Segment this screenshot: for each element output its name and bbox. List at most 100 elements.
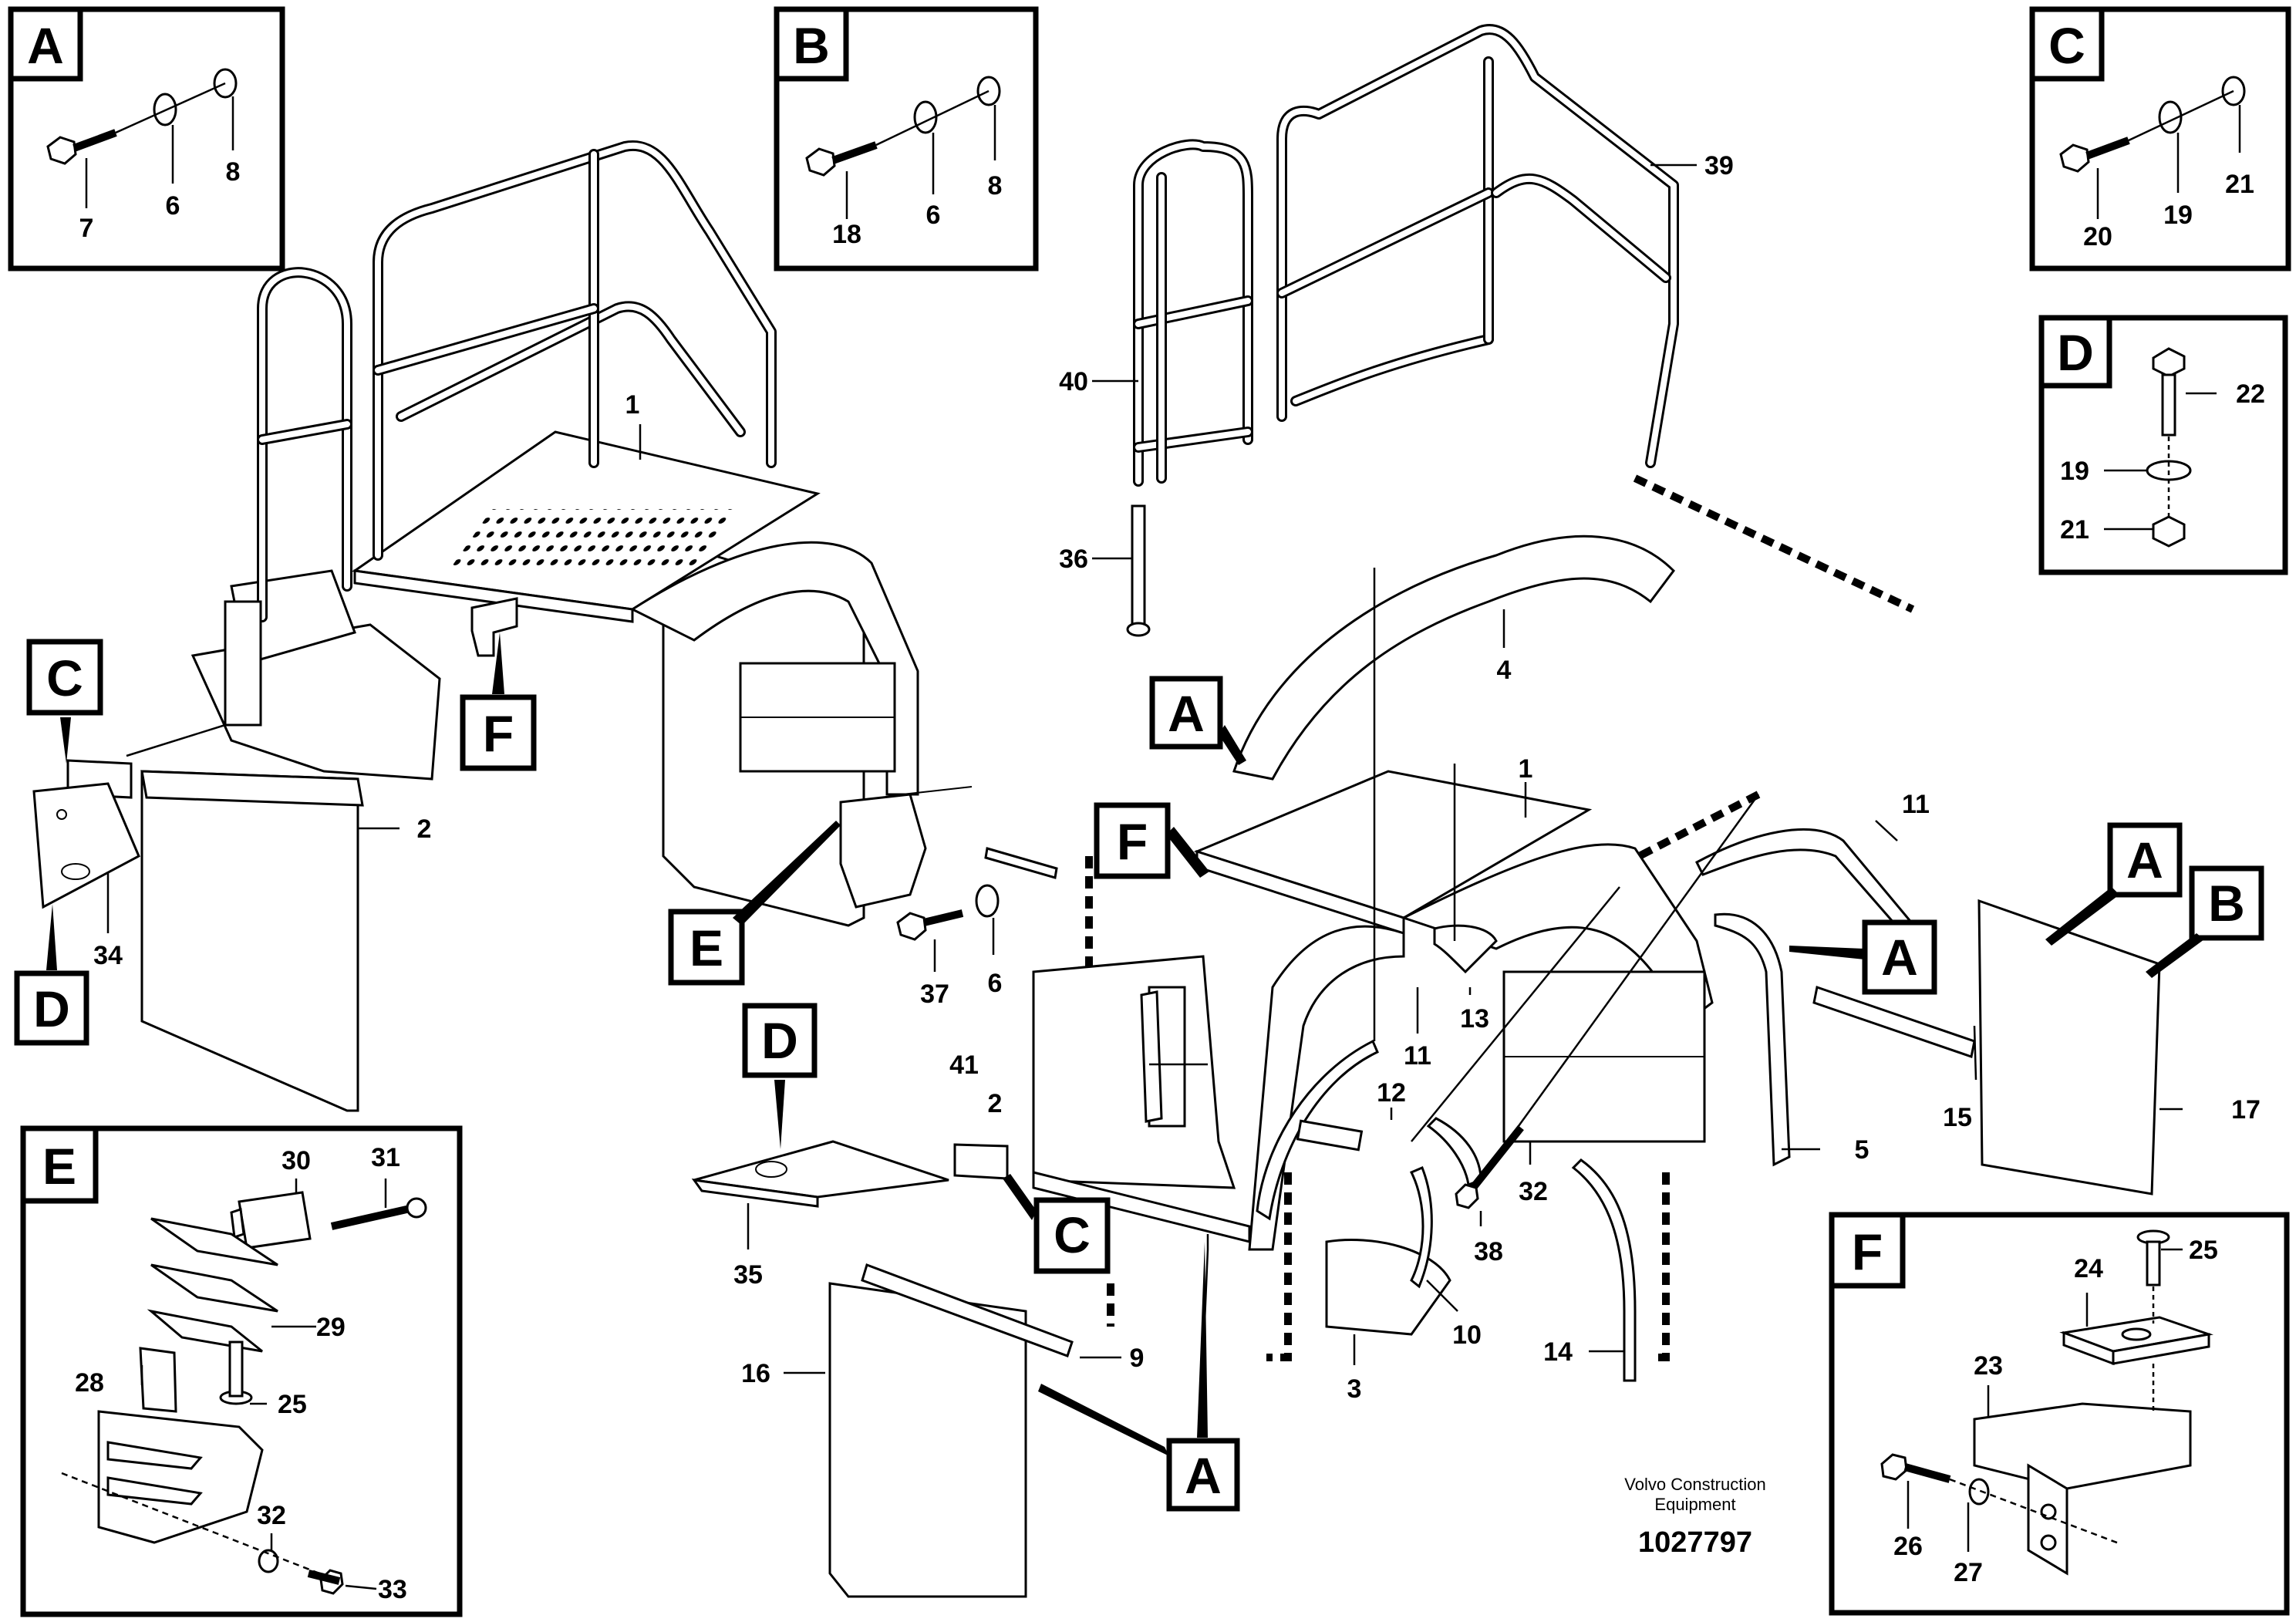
- svg-text:B: B: [2208, 875, 2245, 932]
- part-label: 4: [1497, 656, 1512, 685]
- part-label: 20: [2083, 222, 2112, 251]
- bolt-icon: [1880, 1453, 1951, 1483]
- part-label: 24: [2074, 1254, 2103, 1283]
- part-label: 12: [1377, 1078, 1406, 1108]
- callout-f-right: F: [1094, 802, 1209, 879]
- part-label: 7: [79, 214, 94, 243]
- bolt-icon: [896, 909, 964, 941]
- part-label: 23: [1974, 1351, 2003, 1381]
- part-label: 19: [2163, 201, 2193, 230]
- washer-icon: [1968, 1478, 1990, 1506]
- right-fender-exploded: [691, 24, 2183, 1598]
- right-part-labels: 39 40 36 4 1 11 11 13 12 41 2 37 6 35 16…: [733, 151, 2261, 1404]
- mudflap-17: [1977, 899, 2161, 1195]
- drawing-number: 1027797: [1638, 1526, 1752, 1559]
- mudflap-16: [828, 1282, 1027, 1598]
- washer-icon: [2158, 100, 2183, 134]
- fender-arch: [1248, 925, 1405, 1251]
- part-label: 1: [625, 390, 640, 420]
- detail-box-c: C 20 19 21: [2029, 6, 2291, 271]
- detail-letter-f: F: [1852, 1223, 1883, 1280]
- bolt-icon: [46, 129, 117, 165]
- svg-text:A: A: [1881, 929, 1918, 986]
- bolt-icon: [330, 1197, 427, 1230]
- svg-text:A: A: [1168, 685, 1205, 742]
- detail-letter-d: D: [2057, 324, 2094, 381]
- part-label: 18: [832, 220, 861, 249]
- part-label: 11: [1404, 1041, 1431, 1071]
- callout-b-right: B: [2146, 865, 2264, 978]
- part-label: 34: [93, 941, 123, 970]
- part-label: 6: [166, 191, 180, 221]
- part-label: 15: [1943, 1103, 1972, 1132]
- part-label: 6: [926, 201, 941, 230]
- screw-icon: [2136, 1229, 2170, 1286]
- part-label: 17: [2231, 1095, 2261, 1125]
- detail-letter-c: C: [2048, 17, 2085, 74]
- callout-a-top: A: [1149, 676, 1246, 765]
- part-label: 32: [1519, 1177, 1548, 1206]
- detail-box-e: E 30: [20, 1125, 463, 1617]
- part-label: 16: [741, 1359, 770, 1388]
- part-label: 30: [282, 1146, 311, 1175]
- handrail: [257, 140, 777, 622]
- part-label: 10: [1452, 1320, 1482, 1350]
- part-label: 1: [1519, 754, 1533, 784]
- detail-box-f: F 24 25 23 26 27: [1829, 1212, 2290, 1616]
- svg-text:A: A: [1185, 1447, 1222, 1504]
- svg-text:A: A: [2126, 831, 2163, 889]
- part-label: 37: [920, 980, 949, 1009]
- part-label: 2: [988, 1089, 1003, 1118]
- callout-f-left: F: [460, 632, 537, 771]
- part-label: 9: [1130, 1344, 1145, 1373]
- screw-icon: [219, 1340, 253, 1405]
- callout-c-right: C: [1003, 1174, 1111, 1274]
- perforated-deck: [448, 509, 739, 571]
- part-label: 29: [316, 1313, 346, 1342]
- callout-d-right: D: [742, 1003, 818, 1149]
- part-label: 2: [417, 814, 432, 844]
- part-label: 32: [257, 1501, 286, 1530]
- part-label: 35: [733, 1260, 763, 1290]
- callout-a-right: A: [2045, 822, 2183, 946]
- bolt-icon: [805, 141, 878, 177]
- handrail-39: [1276, 24, 1679, 468]
- part-label: 8: [226, 157, 241, 187]
- bracket-plate: [32, 782, 140, 909]
- part-label: 13: [1460, 1004, 1489, 1034]
- detail-box-d: D 22 19 21: [2038, 315, 2288, 575]
- bracket-icon: [97, 1410, 264, 1544]
- callout-c-left: C: [26, 639, 103, 764]
- detail-letter-e: E: [42, 1138, 76, 1195]
- svg-text:C: C: [1054, 1206, 1091, 1263]
- footer-brand: Volvo Construction Equipment 1027797: [1624, 1475, 1765, 1559]
- part-label: 38: [1474, 1237, 1503, 1266]
- part-label: 26: [1893, 1532, 1923, 1561]
- part-label: 28: [75, 1368, 104, 1398]
- detail-box-a: A 7 6 8: [8, 6, 285, 271]
- part-label: 22: [2236, 379, 2265, 409]
- detail-box-b: B 18 6 8: [774, 6, 1039, 271]
- part-label: 27: [1954, 1558, 1983, 1587]
- fender-4: [1232, 534, 1675, 781]
- part-label: 3: [1347, 1374, 1362, 1404]
- part-label: 31: [371, 1143, 400, 1172]
- callout-e-left: E: [668, 821, 841, 986]
- mudflap: [140, 770, 359, 1112]
- detail-letter-a: A: [27, 17, 64, 74]
- part-label: 5: [1855, 1135, 1870, 1165]
- svg-text:E: E: [689, 919, 723, 976]
- svg-text:F: F: [1117, 813, 1148, 870]
- callout-a-mid: A: [1789, 919, 1937, 995]
- part-label: 19: [2060, 457, 2089, 486]
- bracket-icon: [238, 1191, 312, 1249]
- detail-letter-b: B: [793, 17, 830, 74]
- part-label: 11: [1902, 790, 1930, 819]
- bolt-icon: [2059, 137, 2130, 173]
- svg-text:F: F: [483, 705, 514, 762]
- left-fender-assembly: [32, 140, 973, 1112]
- part-label: 40: [1059, 367, 1088, 396]
- part-label: 25: [278, 1390, 307, 1419]
- handrail-40: [1133, 139, 1254, 487]
